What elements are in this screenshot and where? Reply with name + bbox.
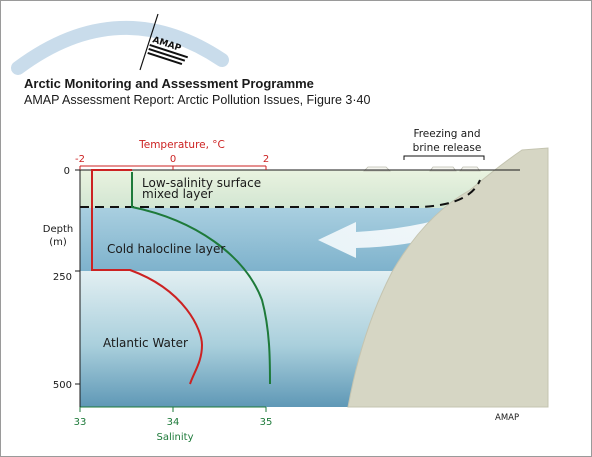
- depth-tick-250: 250: [53, 272, 72, 283]
- salinity-tick-35: 35: [260, 417, 273, 428]
- surface-mixed-layer: [80, 170, 520, 208]
- salinity-profile-line: [131, 172, 271, 385]
- org-title: Arctic Monitoring and Assessment Program…: [24, 76, 314, 91]
- temperature-tick-0: 0: [170, 154, 176, 165]
- temperature-tick-minus2: -2: [75, 154, 85, 165]
- annotation-freezing: Freezing and: [413, 128, 480, 140]
- land-shelf: [347, 147, 549, 408]
- depth-tick-0: 0: [64, 166, 70, 177]
- temperature-axis-label: Temperature, °C: [138, 139, 225, 151]
- temperature-axis: [79, 165, 267, 170]
- salinity-tick-34: 34: [167, 417, 180, 428]
- surface-layer-label: Low-salinity surface: [142, 176, 261, 190]
- depth-axis-label: Depth: [43, 224, 73, 235]
- temperature-tick-2: 2: [263, 154, 269, 165]
- report-subtitle: AMAP Assessment Report: Arctic Pollution…: [24, 93, 371, 107]
- depth-axis: [75, 169, 81, 407]
- depth-axis-unit: (m): [49, 237, 67, 248]
- salinity-axis-label: Salinity: [157, 432, 194, 443]
- halocline-layer-label: Cold halocline layer: [107, 242, 225, 256]
- atlantic-water-label: Atlantic Water: [103, 336, 188, 350]
- surface-layer-label-line2: mixed layer: [142, 187, 213, 201]
- temperature-profile-line: [91, 169, 204, 385]
- brine-bracket: [403, 155, 485, 160]
- salinity-axis: [79, 406, 267, 412]
- logo-arc: [11, 21, 229, 75]
- credit-amap: AMAP: [495, 413, 519, 423]
- annotation-brine: brine release: [413, 142, 482, 154]
- salinity-tick-33: 33: [74, 417, 87, 428]
- depth-tick-500: 500: [53, 380, 72, 391]
- mixed-layer-boundary: [80, 179, 481, 208]
